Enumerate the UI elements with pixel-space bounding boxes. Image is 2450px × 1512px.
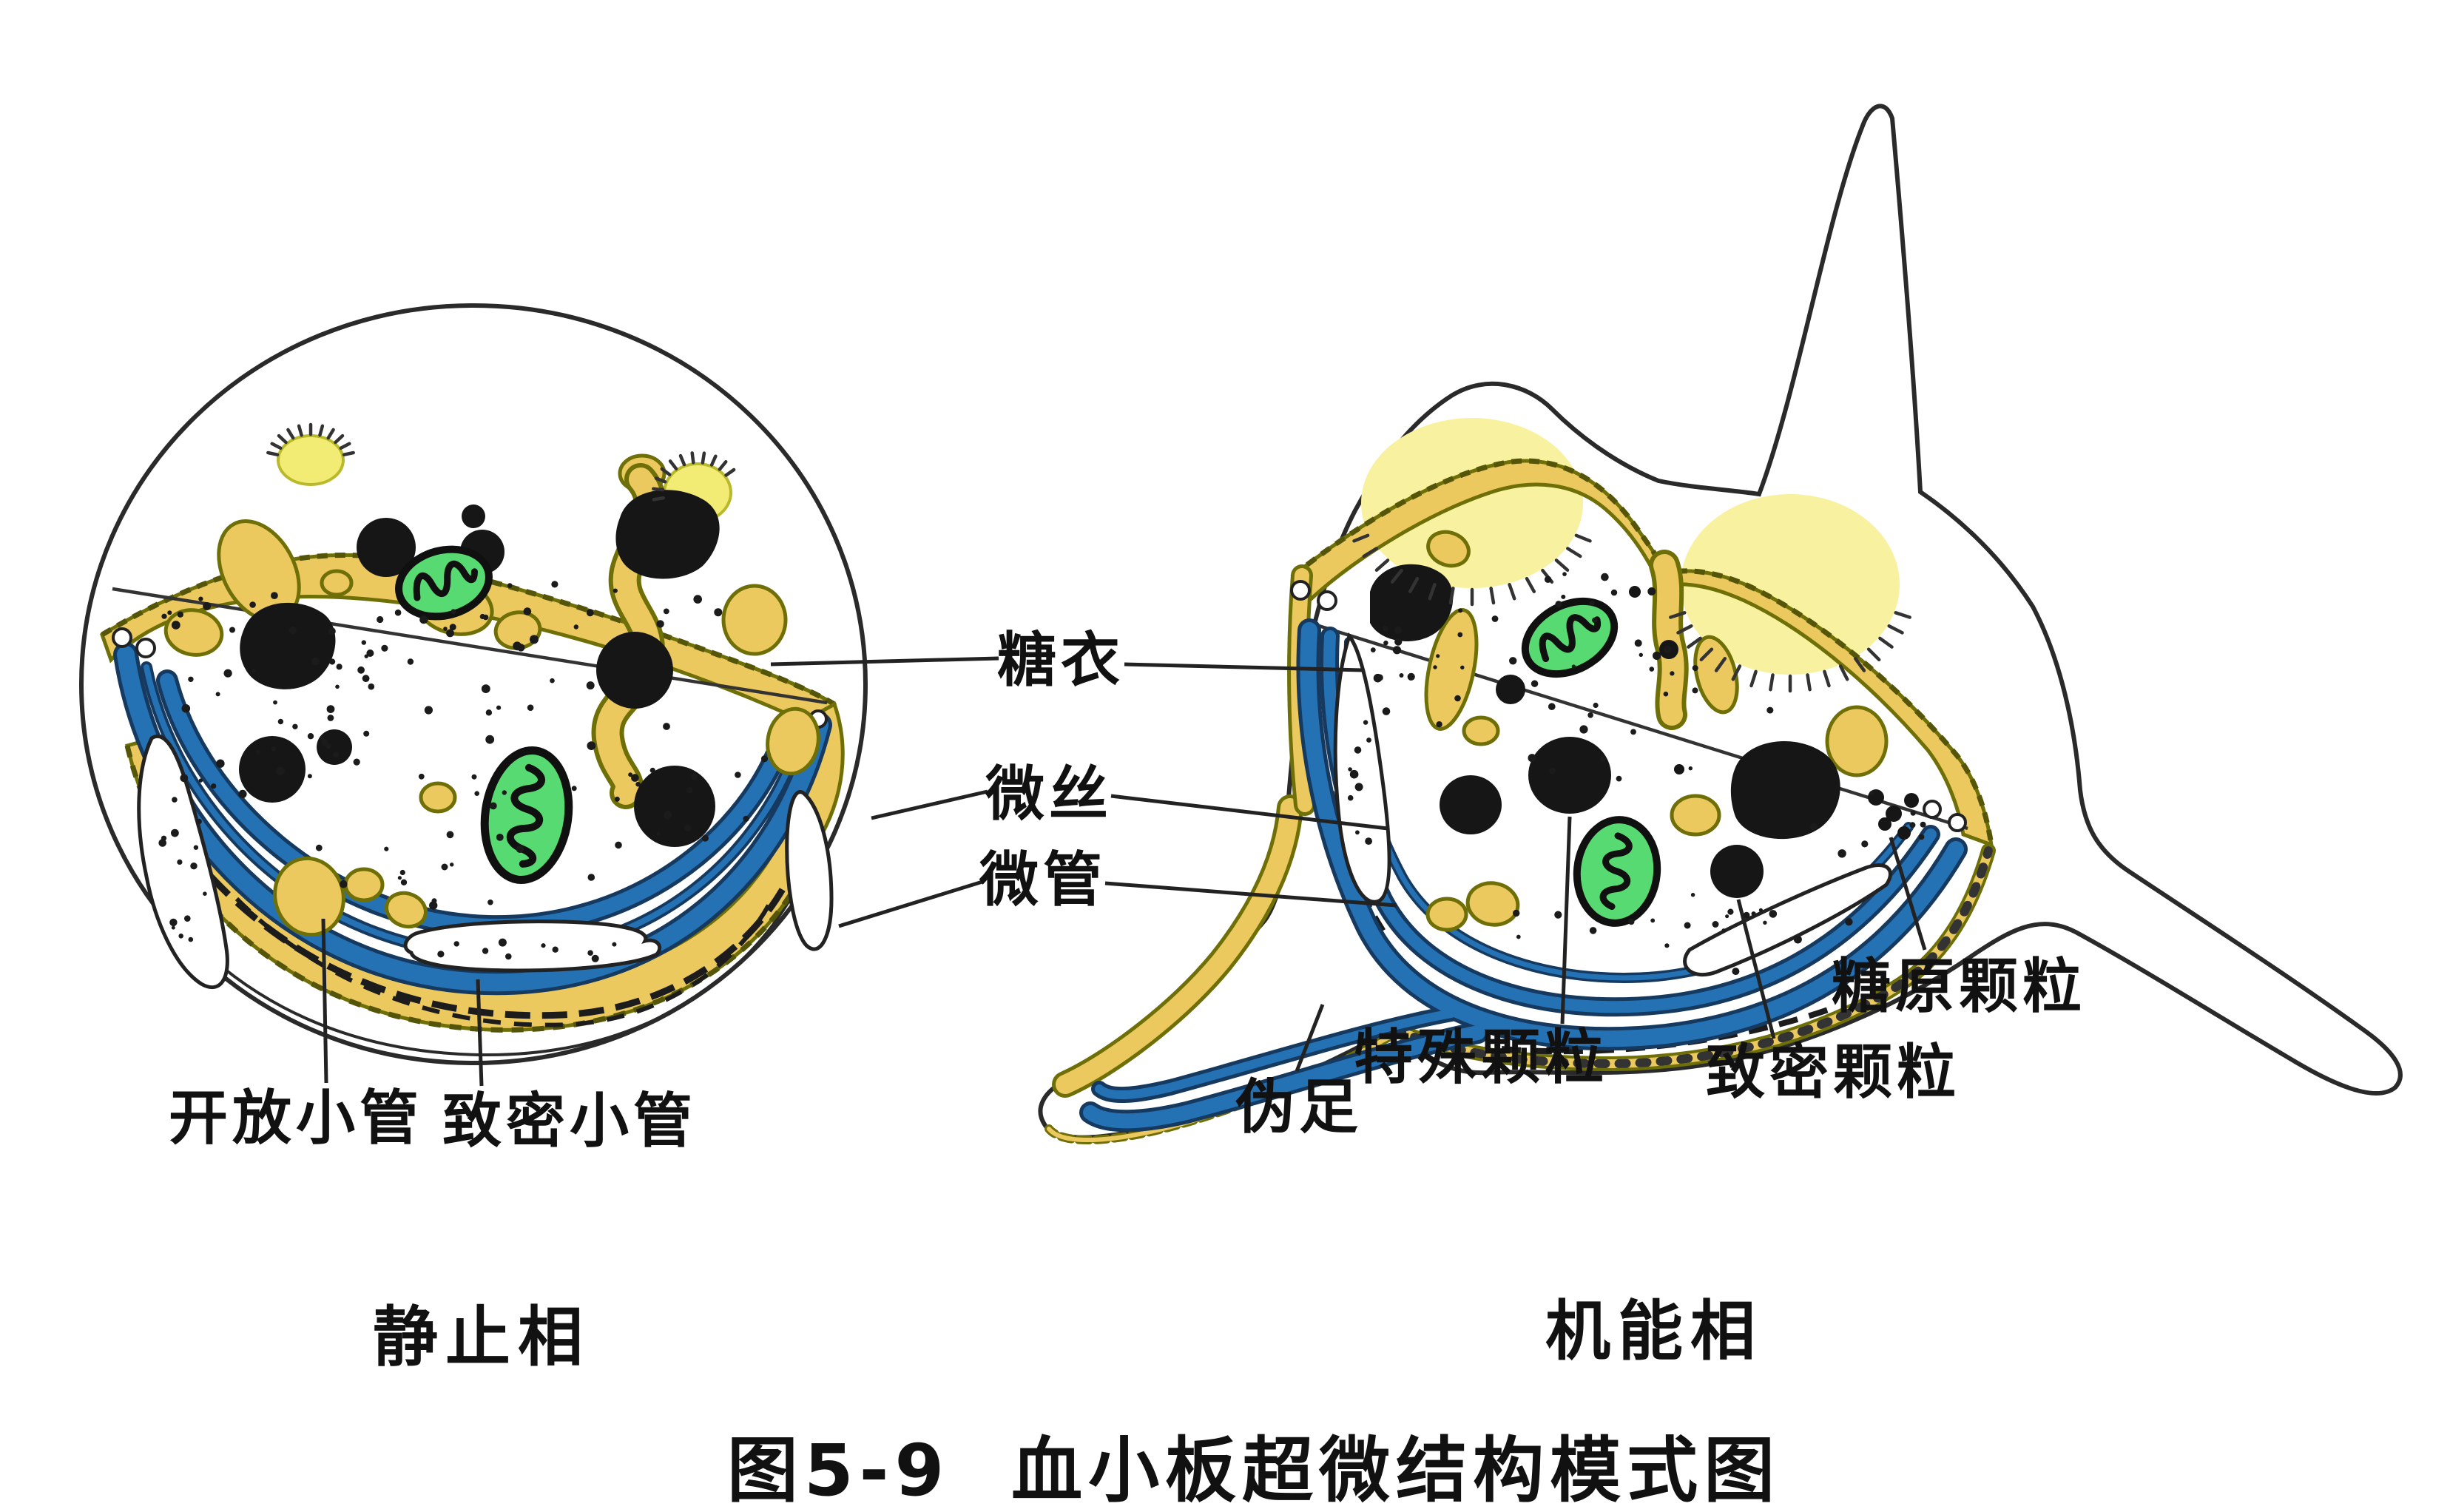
leader-glycocalyx-right bbox=[1124, 662, 1363, 672]
leader-pseudopod bbox=[1295, 1004, 1325, 1072]
microfilament-lines bbox=[234, 897, 772, 1027]
dense-granules bbox=[239, 490, 720, 847]
mitochondrion-icon bbox=[395, 545, 493, 621]
fringe-ticks bbox=[266, 422, 1911, 693]
label-dense-granule: 致密颗粒 bbox=[1706, 1038, 1960, 1107]
glycocalyx-bottom-band bbox=[1388, 843, 1996, 1072]
leader-specific-granule bbox=[1560, 816, 1572, 1025]
leader-microfilament-right bbox=[1110, 794, 1388, 831]
leader-microfilament-left bbox=[871, 789, 988, 820]
cut-plane-line bbox=[1309, 621, 1968, 831]
leader-open-canaliculi bbox=[321, 918, 328, 1084]
leader-dense-granule bbox=[1736, 899, 1776, 1039]
canaliculus bbox=[785, 790, 834, 951]
leader-glycogen-granule bbox=[1889, 837, 1927, 951]
label-functional-phase: 机能相 bbox=[1545, 1293, 1764, 1369]
label-specific-granule: 特殊颗粒 bbox=[1354, 1023, 1608, 1092]
leader-glycocalyx-left bbox=[770, 656, 999, 666]
label-resting-phase: 静止相 bbox=[372, 1299, 591, 1375]
label-open-canaliculi: 开放小管 bbox=[169, 1084, 423, 1152]
stipple-dots bbox=[158, 572, 1926, 976]
label-glycocalyx: 糖衣 bbox=[997, 626, 1124, 695]
figure-caption: 图5-9 血小板超微结构模式图 bbox=[726, 1429, 1781, 1512]
leader-dense-tubules bbox=[476, 979, 484, 1087]
leader-microtubule-right bbox=[1104, 881, 1397, 908]
label-microfilament: 微丝 bbox=[985, 760, 1113, 828]
cut-plane-line bbox=[112, 587, 828, 705]
canaliculus bbox=[1683, 863, 1892, 977]
mitochondrion-icon bbox=[1573, 816, 1661, 927]
mitochondrion-icon bbox=[1521, 597, 1619, 678]
shared-leader-lines bbox=[770, 656, 1397, 928]
hyalomere-patch bbox=[1361, 418, 1583, 588]
hyalomere-patch bbox=[1681, 494, 1900, 675]
canaliculus bbox=[1333, 632, 1391, 904]
label-pseudopod: 伪足 bbox=[1235, 1073, 1363, 1141]
functional-platelet bbox=[1038, 104, 2403, 1144]
label-glycogen-granule: 糖原颗粒 bbox=[1832, 952, 2086, 1021]
microtubule-cross-sections bbox=[1290, 580, 1967, 832]
label-dense-tubules: 致密小管 bbox=[442, 1087, 697, 1155]
mitochondrion-icon bbox=[480, 746, 573, 884]
granules-black bbox=[1370, 564, 1840, 898]
canaliculus bbox=[403, 919, 662, 973]
microfilament-lines bbox=[208, 874, 789, 1019]
canaliculus bbox=[137, 735, 229, 990]
inner-membrane-arc bbox=[165, 898, 792, 1057]
dense-granule-target bbox=[1710, 845, 1764, 898]
label-microtubule: 微管 bbox=[979, 846, 1107, 914]
specific-granule-target bbox=[1528, 737, 1611, 814]
resting-platelet bbox=[78, 303, 868, 1087]
leader-microtubule-left bbox=[838, 880, 983, 928]
surface-vesicle-icon bbox=[277, 434, 345, 486]
